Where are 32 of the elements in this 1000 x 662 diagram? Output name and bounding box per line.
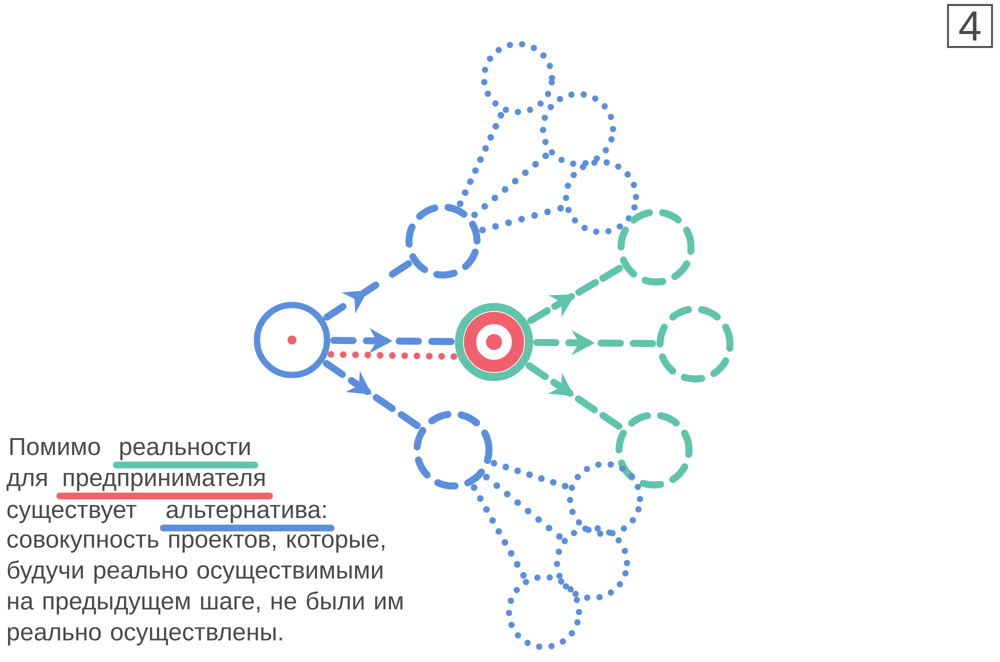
dotted-circle [540, 90, 616, 168]
arrow [323, 260, 412, 321]
dotted-line [456, 112, 504, 208]
dotted-circle [554, 524, 630, 602]
dotted-circle [480, 40, 556, 116]
bullseye-circle [454, 302, 534, 382]
note-text: альтернатива: [166, 504, 326, 524]
dotted-line [328, 351, 458, 360]
note-text: для [6, 473, 47, 491]
note-text: Помимо [10, 438, 100, 456]
note-text: реальности [120, 442, 250, 460]
dotted-line [490, 460, 569, 490]
dotted-line [470, 484, 527, 579]
dotted-line [471, 152, 550, 218]
dotted-line [483, 474, 564, 540]
arrow [527, 264, 624, 324]
dashed-circle [656, 305, 734, 382]
arrow [526, 362, 623, 430]
dotted-circle [506, 574, 582, 650]
dashed-circle [616, 411, 692, 488]
note-text: предпринимателя [64, 472, 265, 492]
arrow [322, 360, 421, 430]
dotted-circle [566, 460, 644, 538]
note-text: существует [7, 504, 136, 524]
dashed-circle [414, 410, 493, 490]
note-text: совокупность проектов, которые, будучи реально осуществимыми на предыдущем шаге, не были им реально осуществлены. [7, 534, 402, 646]
solid-circle [254, 302, 330, 378]
page-number-box: 4 [947, 4, 993, 48]
dashed-circle [618, 208, 695, 286]
dotted-circle [562, 158, 640, 236]
dashed-circle [406, 204, 481, 278]
dotted-line [479, 204, 564, 234]
